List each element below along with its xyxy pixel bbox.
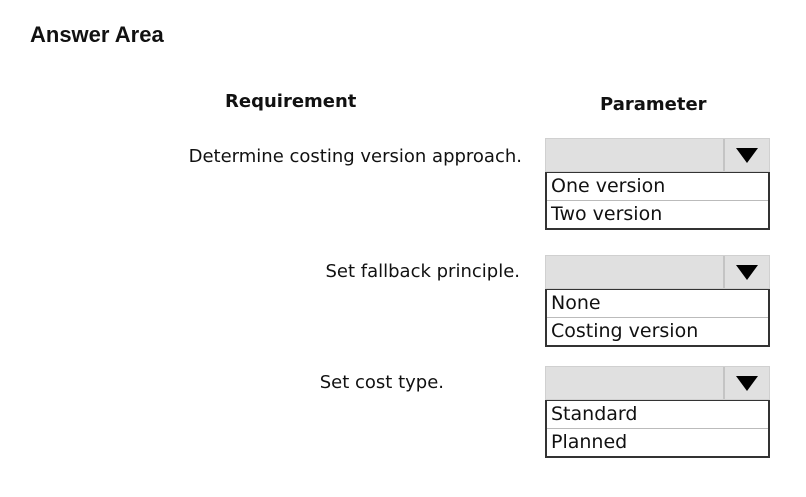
option-none[interactable]: None [551,292,601,314]
chevron-down-icon [736,264,758,280]
cost-type-dropdown[interactable]: Standard Planned [545,366,770,458]
dropdown-arrow-button[interactable] [723,139,769,171]
option-one-version[interactable]: One version [551,175,666,197]
dropdown-arrow-button[interactable] [723,367,769,399]
option-planned[interactable]: Planned [547,428,768,456]
dropdown-select[interactable] [545,138,770,172]
dropdown-select[interactable] [545,366,770,400]
dropdown-options: One version Two version [545,172,770,230]
requirement-cost-type: Set cost type. [319,372,444,393]
dropdown-options: None Costing version [545,289,770,347]
option-standard[interactable]: Standard [551,403,638,425]
chevron-down-icon [736,147,758,163]
requirement-costing-version: Determine costing version approach. [188,146,522,167]
requirement-fallback: Set fallback principle. [325,261,520,282]
dropdown-options: Standard Planned [545,400,770,458]
option-two-version[interactable]: Two version [547,200,768,228]
fallback-dropdown[interactable]: None Costing version [545,255,770,347]
parameter-header: Parameter [600,94,707,115]
dropdown-arrow-button[interactable] [723,256,769,288]
option-costing-version[interactable]: Costing version [547,317,768,345]
costing-version-dropdown[interactable]: One version Two version [545,138,770,230]
requirement-header: Requirement [225,91,357,112]
dropdown-select[interactable] [545,255,770,289]
chevron-down-icon [736,375,758,391]
answer-area-title: Answer Area [30,22,164,47]
